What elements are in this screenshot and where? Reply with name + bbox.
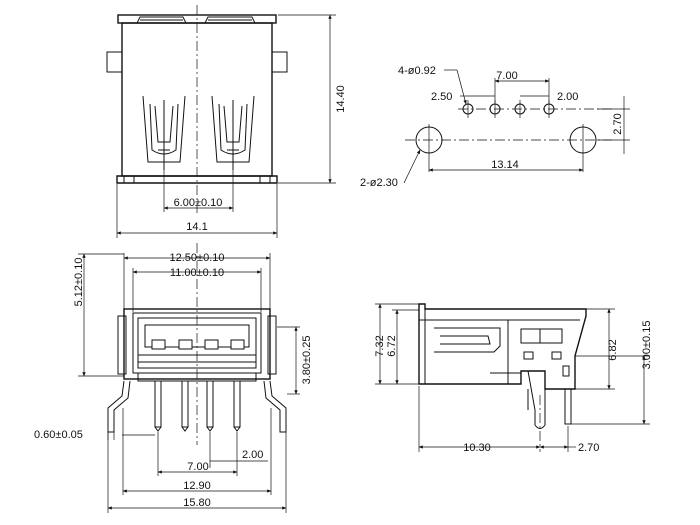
dim-pin-2-70: 2.70 (578, 442, 599, 454)
dim-legs-12-90: 12.90 (183, 480, 211, 492)
bottom-view: 12.50±0.10 11.00±0.10 (34, 243, 313, 513)
dim-pitch-7-00: 7.00 (496, 70, 517, 82)
dim-row-2-70: 2.70 (612, 113, 624, 134)
pcb-layout: 4-ø0.92 7.00 2.50 2.00 2.70 13.14 2-ø2.3… (360, 65, 630, 189)
dim-pitch-2-50: 2.50 (431, 91, 452, 103)
dim-inner-11-00: 11.00±0.10 (170, 267, 224, 279)
dim-pin-3-80: 3.80±0.25 (301, 336, 313, 385)
dim-height-6-82: 6.82 (607, 339, 619, 360)
dim-total-15-80: 15.80 (183, 497, 211, 509)
dim-height-6-72: 6.72 (386, 335, 398, 356)
dim-height-7-32: 7.32 (374, 335, 386, 356)
contact-spring-left (142, 95, 186, 170)
label-small-holes: 4-ø0.92 (398, 65, 436, 77)
dim-height-14-40: 14.40 (335, 85, 347, 113)
dim-span-7-00: 7.00 (187, 461, 208, 473)
dim-height-5-12: 5.12±0.10 (73, 258, 85, 307)
front-view: 14.40 6.00±0.10 14.1 (106, 5, 347, 238)
dim-span-13-14: 13.14 (491, 159, 519, 171)
contact-spring-right (211, 95, 255, 170)
dim-pitch-2-00: 2.00 (557, 91, 578, 103)
dim-width-14-1: 14.1 (186, 221, 207, 233)
dim-pin-3-00: 3.00±0.15 (641, 321, 653, 370)
side-view: 7.32 6.72 6.82 3.00±0.15 10.30 2.70 (374, 303, 653, 454)
label-large-holes: 2-ø2.30 (360, 177, 398, 189)
dim-pitch-2-00-bottom: 2.00 (242, 449, 263, 461)
dim-pin-0-60: 0.60±0.05 (34, 429, 83, 441)
dim-center-6-00: 6.00±0.10 (174, 197, 223, 209)
dim-length-10-30: 10.30 (463, 442, 491, 454)
